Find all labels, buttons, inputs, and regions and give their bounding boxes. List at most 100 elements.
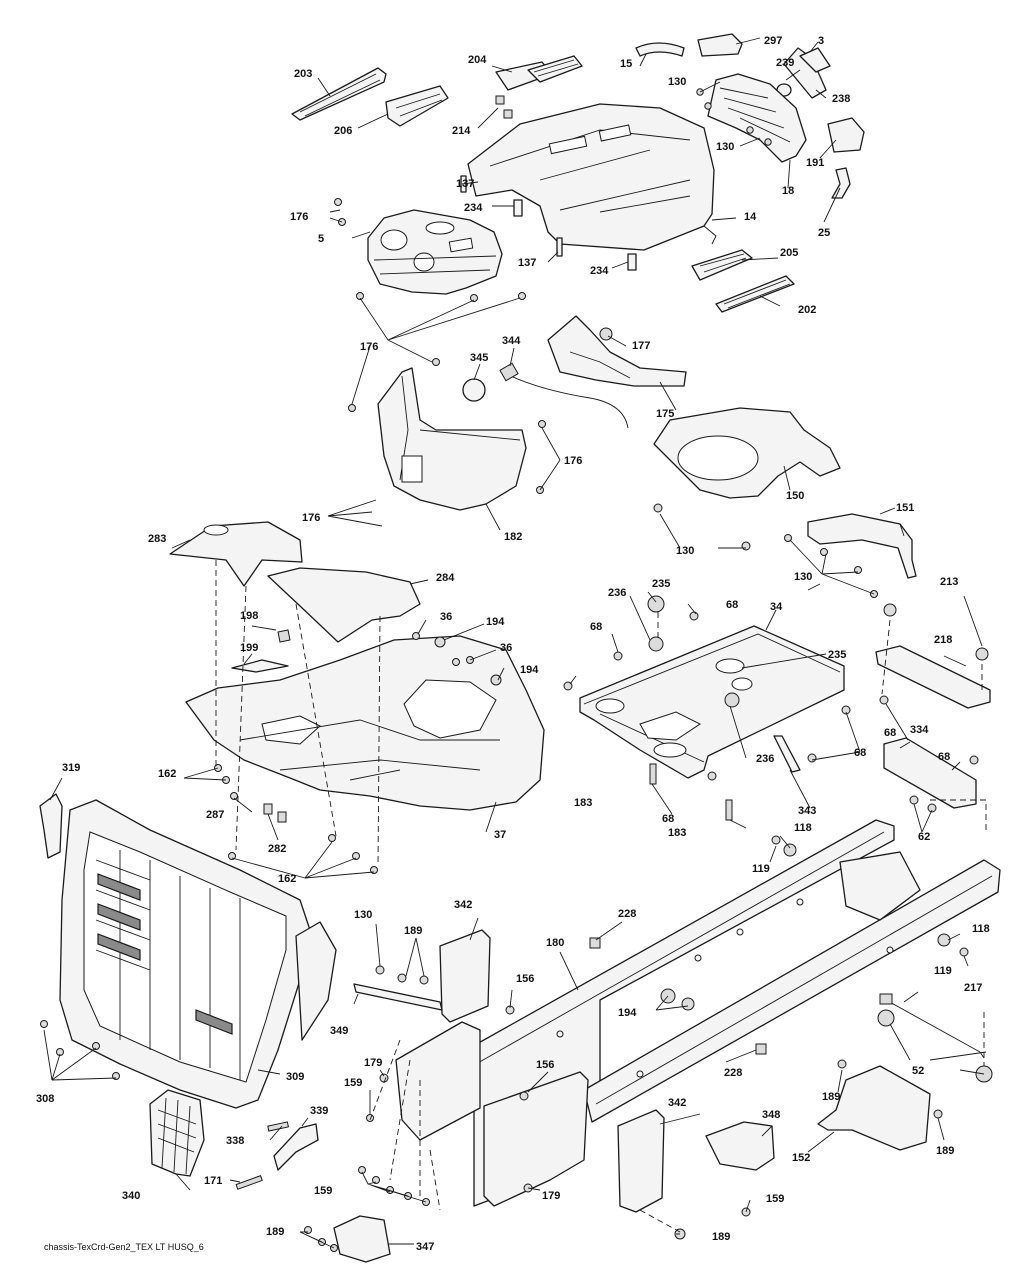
callout-62: 62 [918,831,930,843]
part-342-plate-upper [439,929,491,1023]
part-283-hole [203,524,229,536]
bolt-130-349 [375,965,385,975]
callout-176-a: 176 [290,211,308,223]
part-152-guard [817,1065,931,1151]
bolt-189-349-2 [419,975,429,985]
bolt-189-349-1 [397,973,407,983]
callout-344: 344 [502,335,521,347]
callout-342-b: 342 [668,1097,686,1109]
align-line-9 [930,799,987,830]
part-218-bar [875,645,991,709]
callout-199: 199 [240,642,258,654]
part-340-mesh [157,1097,197,1175]
callout-25: 25 [818,227,830,239]
bolt-287 [230,792,238,800]
part-217-rod [885,999,985,1059]
callout-238: 238 [832,93,850,105]
part-34-plate [579,625,845,779]
part-14-hood [467,103,715,251]
part-228-spacer-1 [589,937,601,949]
part-175-detail [569,351,631,379]
part-349-bar [353,983,443,1011]
part-202-vent [715,275,795,313]
part-340-grille-insert [149,1089,205,1177]
washer-118-1 [783,843,797,857]
callout-228-b: 228 [724,1067,742,1079]
part-137-lower [556,237,563,257]
part-217-bend [879,993,893,1005]
callout-130-top-b: 130 [716,141,734,153]
nut-194-frame-2 [681,997,695,1011]
callout-202: 202 [798,304,816,316]
part-151-bracket [807,513,917,579]
part-34-boss-4 [731,677,753,691]
part-228-spacer-2 [755,1043,767,1055]
callout-130-top-a: 130 [668,76,686,88]
callout-189-c: 189 [936,1145,954,1157]
nut-119-2 [959,947,969,957]
part-338-pin [267,1121,289,1132]
callout-217: 217 [964,982,982,994]
fastener-194-2 [490,674,502,686]
bolt-159-1 [366,1114,374,1122]
callout-150: 150 [786,490,804,502]
align-line-12 [429,1149,441,1211]
part-297-block [697,33,743,57]
callout-130-c: 130 [676,545,694,557]
screw-308-1 [40,1020,48,1028]
callout-348: 348 [762,1109,780,1121]
callout-319: 319 [62,762,80,774]
callout-234-a: 234 [464,202,483,214]
callout-177: 177 [632,340,650,352]
fastener-36-1 [412,632,420,640]
part-15-strip [635,42,685,57]
part-348-cover [705,1121,775,1171]
callout-343: 343 [798,805,816,817]
callout-213: 213 [940,576,958,588]
part-25-clip [831,167,851,199]
bolt-68-8 [969,755,979,765]
part-342-plate-lower [617,1109,665,1213]
callout-68-b: 68 [590,621,602,633]
callout-130-e: 130 [354,909,372,921]
part-175-bracket [547,315,687,387]
callout-235-b: 235 [828,649,846,661]
fastener-214a [495,95,505,105]
callout-283: 283 [148,533,166,545]
bolt-183-1 [649,763,657,785]
part-334-bracket [883,737,977,809]
fastener-36-2 [452,658,460,666]
callout-189-d: 189 [266,1226,284,1238]
align-line-4 [377,615,381,867]
align-line-10 [369,1039,421,1200]
callout-339: 339 [310,1105,328,1117]
callout-191: 191 [806,157,824,169]
part-238-lens [783,47,827,99]
callout-130-d: 130 [794,571,812,583]
bolt-213-2 [975,647,989,661]
callout-52: 52 [912,1065,924,1077]
callout-235-a: 235 [652,578,670,590]
screw-176-7 [348,404,356,412]
part-37-fender [185,635,545,811]
callout-236-b: 236 [756,753,774,765]
callout-206: 206 [334,125,352,137]
callout-18: 18 [782,185,794,197]
callout-68-c: 68 [884,727,896,739]
callout-347: 347 [416,1241,434,1253]
part-62-pin-2 [927,803,937,813]
part-14-detail [489,129,691,213]
part-37-detail [239,719,500,781]
part-34-boss-1 [595,698,625,714]
callout-179-a: 179 [364,1057,382,1069]
part-206-detail [395,93,443,117]
callout-308: 308 [36,1093,54,1105]
callout-340: 340 [122,1190,140,1202]
part-235-bushing-1 [647,595,665,613]
part-180-hole-4 [556,1030,564,1038]
screw-130-top-3 [746,126,754,134]
callout-287: 287 [206,809,224,821]
part-180-hitch [839,851,921,921]
callout-159-b: 159 [314,1185,332,1197]
screw-176-3 [356,292,364,300]
